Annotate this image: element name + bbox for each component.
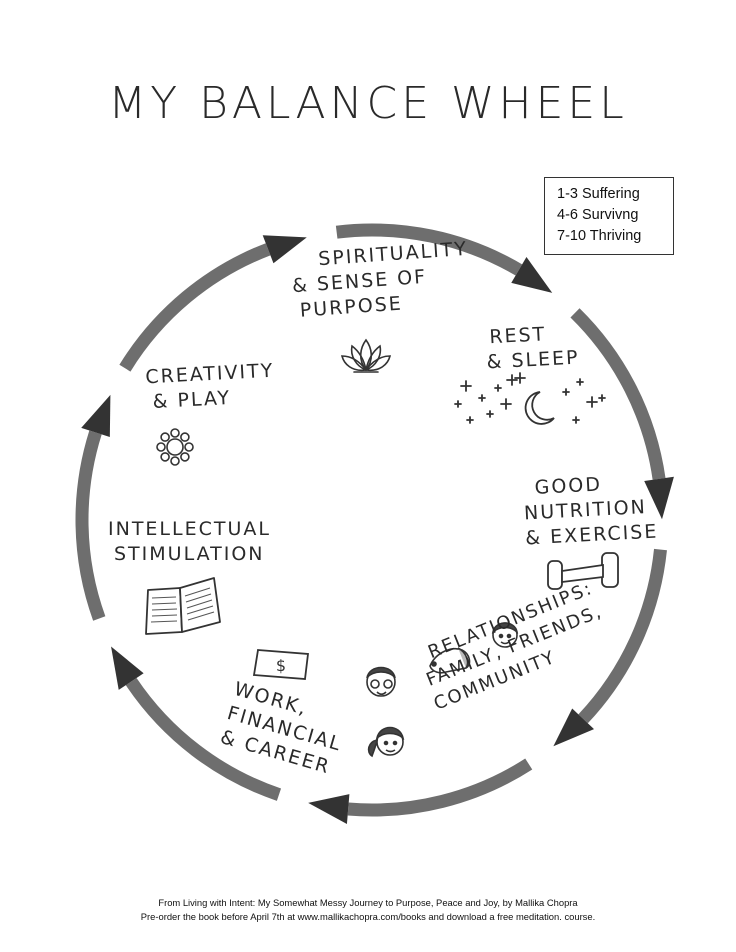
label-intellectual-line-2: STIMULATION bbox=[114, 543, 265, 565]
star-icon bbox=[598, 394, 606, 402]
dog-icon bbox=[429, 647, 471, 674]
star-icon bbox=[506, 374, 518, 386]
petal-shape bbox=[170, 456, 180, 466]
arrow-rest-to-nutrition-head bbox=[644, 476, 674, 520]
arrow-work-to-intellectual bbox=[125, 677, 282, 801]
wheel-arrows bbox=[75, 223, 674, 824]
petal-shape bbox=[170, 428, 180, 438]
label-nutrition-exercise: GOOD NUTRITION & EXERCISE bbox=[522, 470, 659, 552]
footer-line-2: Pre-order the book before April 7th at w… bbox=[140, 911, 596, 922]
legend-line-thriving: 7-10 Thriving bbox=[557, 228, 642, 244]
moon-stars-icon bbox=[454, 372, 606, 425]
face-boy-icon bbox=[491, 622, 519, 648]
page-title: MY BALANCE WHEEL bbox=[108, 78, 628, 129]
star-icon bbox=[494, 384, 502, 392]
label-creativity: CREATIVITY & PLAY bbox=[145, 359, 276, 416]
arrow-spirituality-to-rest-head bbox=[511, 257, 553, 293]
petal-shape bbox=[180, 432, 190, 442]
arrow-intellectual-to-creativity bbox=[75, 430, 106, 621]
petal-shape bbox=[180, 452, 190, 462]
label-spirituality: SPIRITUALITY & SENSE OF PURPOSE bbox=[290, 237, 473, 324]
score-legend: 1-3 Suffering 4-6 Survivng 7-10 Thriving bbox=[544, 177, 674, 255]
label-intellectual-line-1: INTELLECTUAL bbox=[108, 518, 271, 540]
face-girl-icon bbox=[367, 726, 405, 758]
star-icon bbox=[562, 388, 570, 396]
star-icon bbox=[478, 394, 486, 402]
label-rest-line-2: & SLEEP bbox=[486, 346, 581, 374]
petal-shape bbox=[160, 452, 170, 462]
arrow-relationships-to-work bbox=[347, 758, 533, 817]
dumbbell-icon bbox=[547, 552, 619, 590]
arrow-nutrition-to-relationships bbox=[578, 548, 667, 724]
label-rest-sleep: REST & SLEEP bbox=[485, 321, 580, 376]
sun-flower-icon bbox=[156, 428, 194, 466]
star-icon bbox=[576, 378, 584, 386]
arrow-work-to-intellectual-head bbox=[111, 646, 144, 690]
star-icon bbox=[514, 372, 526, 384]
label-intellectual: INTELLECTUAL STIMULATION bbox=[108, 517, 271, 567]
petal-shape bbox=[184, 442, 194, 452]
footer-credit: From Living with Intent: My Somewhat Mes… bbox=[0, 896, 736, 924]
legend-line-surviving: 4-6 Survivng bbox=[557, 207, 639, 223]
arrow-relationships-to-work-head bbox=[308, 794, 350, 824]
dollar-bill-icon: $ bbox=[252, 649, 310, 680]
petal-shape bbox=[156, 442, 166, 452]
arrow-rest-to-nutrition bbox=[570, 308, 666, 480]
face-glasses-icon bbox=[366, 666, 396, 697]
arrow-spirituality-to-rest bbox=[335, 223, 523, 276]
star-icon bbox=[572, 416, 580, 424]
star-icon bbox=[460, 380, 472, 392]
petal-shape bbox=[160, 432, 170, 442]
star-icon bbox=[466, 416, 474, 424]
arrow-creativity-to-spirituality bbox=[119, 243, 271, 372]
open-book-icon bbox=[145, 577, 221, 635]
star-icon bbox=[486, 410, 494, 418]
lotus-icon bbox=[340, 338, 392, 373]
legend-line-suffering: 1-3 Suffering bbox=[557, 186, 640, 202]
star-icon bbox=[586, 396, 598, 408]
star-icon bbox=[454, 400, 462, 408]
arrow-creativity-to-spirituality-head bbox=[262, 235, 307, 264]
arrow-nutrition-to-relationships-head bbox=[553, 708, 595, 747]
footer-line-1: From Living with Intent: My Somewhat Mes… bbox=[158, 897, 578, 908]
arrow-intellectual-to-creativity-head bbox=[81, 394, 111, 437]
dollar-sign: $ bbox=[276, 656, 286, 675]
star-icon bbox=[500, 398, 512, 410]
